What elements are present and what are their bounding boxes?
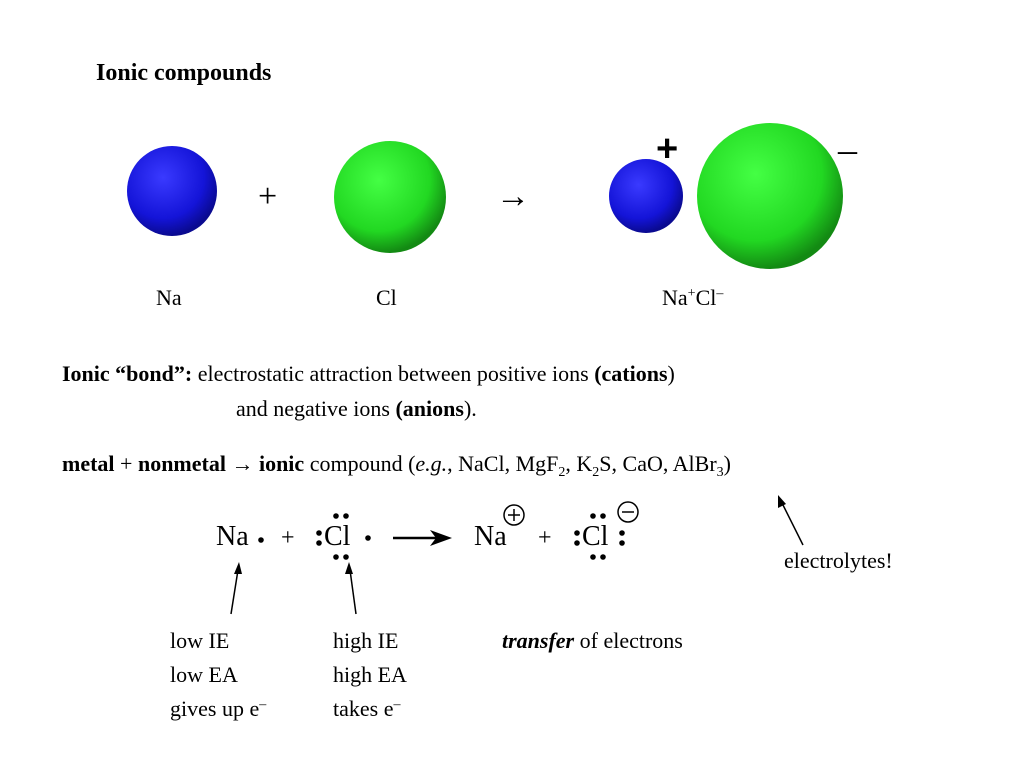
na-valence-electron-dot — [258, 537, 264, 543]
lewis-na: Na — [216, 521, 249, 552]
cation-charge-plus: + — [656, 128, 679, 170]
sodium-chloride-label: Na+Cl– — [662, 285, 724, 310]
cl-ion-electron-dots — [574, 513, 625, 560]
reaction-plus-sign: + — [258, 178, 278, 215]
lewis-cl: Cl — [324, 521, 351, 552]
anion-charge-minus: – — [838, 129, 857, 171]
page-title: Ionic compounds — [96, 60, 272, 86]
lewis-arrow-head — [430, 530, 452, 546]
lewis-plus-1: + — [281, 525, 295, 551]
ionic-bond-definition-line2: and negative ions (anions). — [236, 396, 477, 421]
cl-atom-electron-dots — [316, 513, 371, 560]
chlorine-properties: high IE high EA takes e– — [333, 628, 407, 721]
metal-nonmetal-rule: metal + nonmetal → ionic compound (e.g.,… — [62, 451, 731, 480]
lewis-cl-ion: Cl — [582, 521, 609, 552]
anion-charge-circle — [617, 501, 639, 523]
ionic-bond-definition-line1: Ionic “bond”: electrostatic attraction b… — [62, 361, 675, 386]
ionic-bond-term: Ionic “bond”: — [62, 361, 193, 386]
electron-transfer-note: transfer of electrons — [502, 628, 683, 653]
cation-charge-circle — [503, 504, 525, 526]
na-pointer-arrow — [230, 569, 239, 615]
lewis-plus-2: + — [538, 525, 552, 551]
reaction-arrow: → — [496, 178, 530, 215]
electrolytes-note: electrolytes! — [784, 548, 893, 573]
lewis-na-ion: Na — [474, 521, 507, 552]
electrolytes-pointer-arrow — [781, 502, 804, 546]
chloride-ion-sphere — [697, 123, 843, 269]
chlorine-label: Cl — [376, 285, 397, 310]
sodium-ion-sphere — [609, 159, 683, 233]
cl-pointer-arrow — [349, 569, 357, 615]
sodium-label: Na — [156, 285, 182, 310]
sodium-properties: low IE low EA gives up e– — [170, 628, 267, 721]
sodium-atom-sphere — [127, 146, 217, 236]
chlorine-atom-sphere — [334, 141, 446, 253]
